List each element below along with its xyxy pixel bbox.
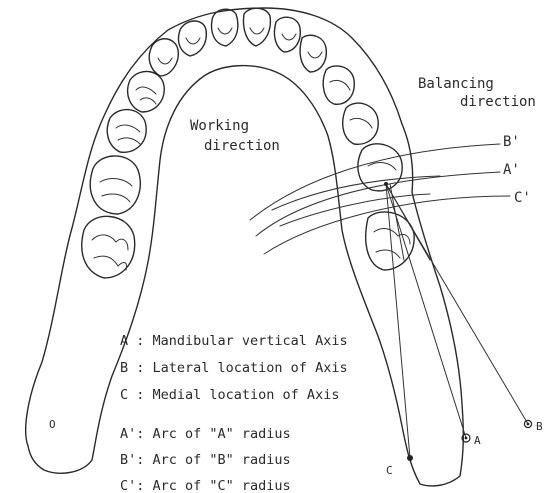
point-c-label: C [386,464,393,477]
right-incisor [244,8,271,46]
left-incisor [212,9,238,46]
arc-c-prime [264,196,510,254]
mandible-outline [26,8,464,486]
right-first-molar [358,144,402,191]
arc-a-prime [256,172,500,236]
point-b-label: B [536,420,543,433]
right-first-premolar [323,66,354,104]
legend-line-b-prime: B': Arc of "B" radius [120,452,291,468]
legend-line-c: C : Medial location of Axis [120,387,339,403]
arc-c-prime-label: C' [514,190,531,206]
legend-line-a-prime: A': Arc of "A" radius [120,426,291,442]
legend-line-c-prime: C': Arc of "C" radius [120,478,291,493]
balancing-direction-line1: Balancing [418,76,494,92]
arc-b-prime [250,144,500,220]
right-lateral-incisor [274,17,300,52]
left-lateral-incisor [178,21,206,56]
working-direction-line1: Working [190,118,249,134]
left-second-premolar [107,110,146,153]
right-second-premolar [343,103,378,144]
legend: A : Mandibular vertical Axis B : Lateral… [120,333,348,493]
left-first-molar [90,156,140,214]
point-a-inner [465,437,468,440]
point-c-dot [407,455,413,461]
left-first-premolar [128,71,165,112]
balancing-direction-line2: direction [460,94,536,110]
arcs [250,144,510,254]
legend-line-a: A : Mandibular vertical Axis [120,333,348,349]
point-a-label: A [474,434,481,447]
arc-b-prime-label: B' [503,134,520,150]
arc-a-prime-label: A' [503,162,520,178]
right-canine [300,35,326,72]
legend-line-b: B : Lateral location of Axis [120,360,348,376]
pivot-point [384,182,388,186]
left-condyle-label: O [49,418,56,431]
left-canine [149,39,178,76]
point-b-inner [527,423,530,426]
working-direction-line2: direction [204,138,280,154]
radius-line-a [386,184,466,438]
radius-lines [386,184,528,458]
